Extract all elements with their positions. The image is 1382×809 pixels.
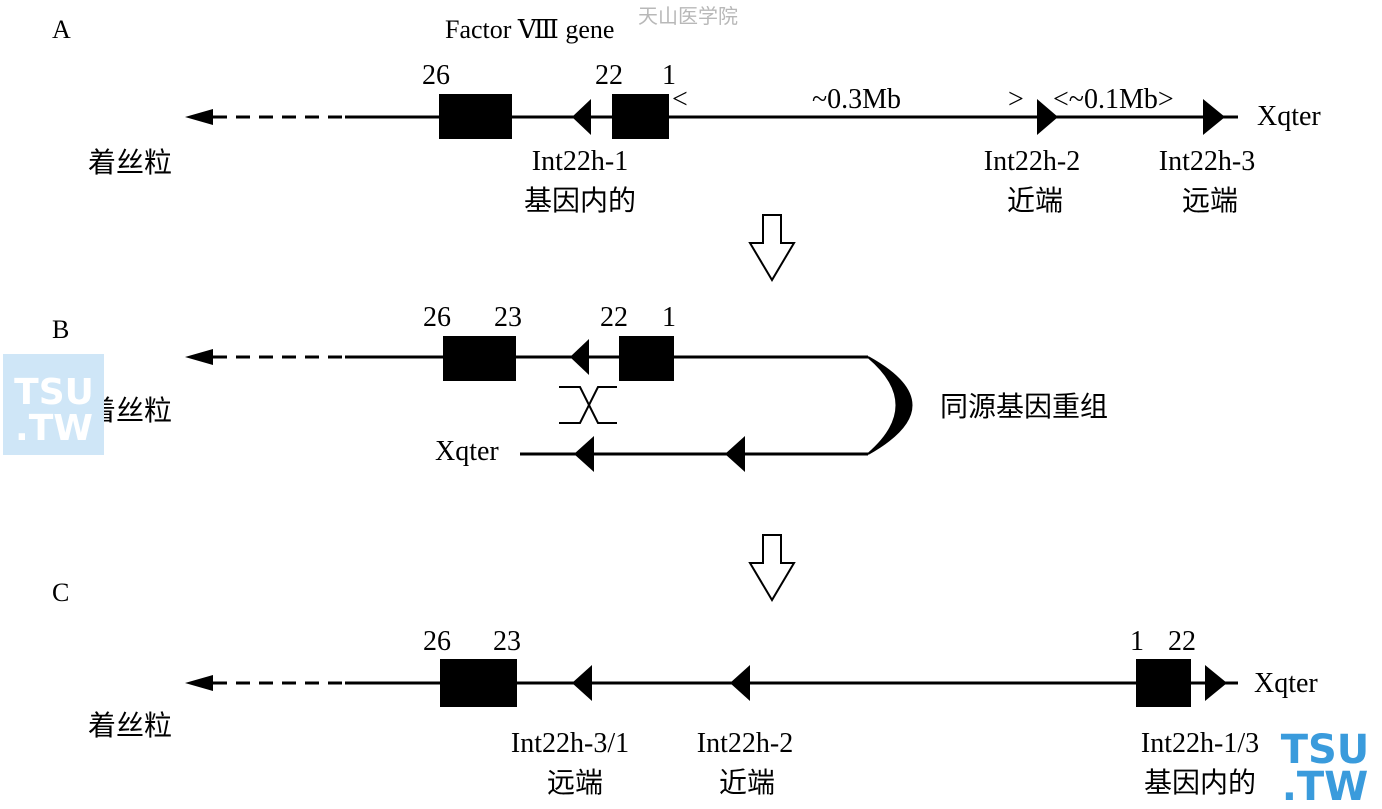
- recombination-label: 同源基因重组: [940, 390, 1108, 423]
- int22h-1-arrow-a: [572, 99, 591, 135]
- int22h-3-1-desc: 远端: [547, 766, 603, 799]
- crossover-line-2: [559, 386, 617, 424]
- logo-text-bottom: .TW: [15, 408, 93, 449]
- step-arrow-a-to-b-icon: [748, 214, 796, 282]
- int22h-2-desc-a: 近端: [1007, 184, 1063, 217]
- distance-label-0-3mb: ~0.3Mb: [812, 84, 901, 115]
- exon-block-26-23-b: [443, 336, 516, 381]
- exon-1-label-c: 1: [1130, 626, 1144, 657]
- exon-block-1-b: [619, 336, 674, 381]
- exon-block-26-23-c: [440, 659, 517, 707]
- distance-bracket-left: <: [672, 84, 688, 115]
- int22h-3-name-a: Int22h-3: [1159, 146, 1255, 177]
- chromosome-loop: [867, 356, 913, 455]
- exon-22-label-c: 22: [1168, 626, 1196, 657]
- int22h-1-3-arrow-c: [1205, 665, 1227, 701]
- panel-b: B 26 23 22 1 着丝粒 同源基因重组 Xqter: [52, 302, 1108, 472]
- gene-title: Factor Ⅷ gene: [445, 15, 614, 44]
- centromere-label-c: 着丝粒: [88, 709, 172, 742]
- telomere-label-b: Xqter: [435, 436, 499, 467]
- exon-1-label-a: 1: [662, 60, 676, 91]
- logo-text-top: TSU: [14, 372, 94, 413]
- logo-text-bottom-right: .TW: [1282, 764, 1369, 809]
- int22h-2-arrow-a: [1037, 99, 1058, 135]
- exon-1-label-b: 1: [662, 302, 676, 333]
- logo-background: [3, 354, 104, 455]
- step-arrow-b-to-c-icon: [748, 534, 796, 602]
- telomere-label-c: Xqter: [1254, 668, 1318, 699]
- panel-b-letter: B: [52, 315, 69, 344]
- int22h-2-desc-c: 近端: [719, 766, 775, 799]
- int22h-1-arrow-b: [570, 339, 589, 375]
- logo-text-top-right: TSU: [1281, 727, 1370, 773]
- centromere-arrowhead: [185, 109, 213, 125]
- exon-block-26-a: [439, 94, 512, 139]
- exon-block-1-22-c: [1136, 659, 1191, 707]
- exon-22-label-a: 22: [595, 60, 623, 91]
- watermark-logo-left: TSU .TW: [3, 354, 104, 455]
- int22h-3-desc-a: 远端: [1182, 184, 1238, 217]
- int22h-2-arrow-c: [730, 665, 750, 701]
- exon-26-label-b: 26: [423, 302, 451, 333]
- centromere-arrowhead-b: [185, 349, 213, 365]
- int22h-2-arrow-b: [725, 436, 745, 472]
- panel-c: C 着丝粒 26 23 1 22 Xqter Int22h-3/1 远端 Int…: [52, 578, 1318, 799]
- watermark-text: 天山医学院: [638, 4, 738, 28]
- distance-bracket-right: >: [1008, 84, 1024, 115]
- exon-26-label-a: 26: [422, 60, 450, 91]
- int22h-3-1-arrow-c: [572, 665, 592, 701]
- exon-22-label-b: 22: [600, 302, 628, 333]
- int22h-3-arrow-b: [574, 436, 594, 472]
- int22h-3-1-name: Int22h-3/1: [511, 728, 629, 759]
- distance-label-0-1mb: <~0.1Mb>: [1053, 84, 1174, 115]
- exon-23-label-b: 23: [494, 302, 522, 333]
- exon-26-label-c: 26: [423, 626, 451, 657]
- exon-23-label-c: 23: [493, 626, 521, 657]
- int22h-3-arrow-a: [1203, 99, 1225, 135]
- panel-a-letter: A: [52, 15, 71, 44]
- centromere-arrowhead-c: [185, 675, 213, 691]
- panel-a: A Factor Ⅷ gene 着丝粒 26 22 1 < ~0.3Mb > <…: [52, 15, 1321, 217]
- centromere-label-a: 着丝粒: [88, 146, 172, 179]
- int22h-1-3-desc: 基因内的: [1144, 766, 1256, 799]
- int22h-1-desc: 基因内的: [524, 184, 636, 217]
- int22h-1-3-name: Int22h-1/3: [1141, 728, 1259, 759]
- telomere-label-a: Xqter: [1257, 101, 1321, 132]
- int22h-1-name: Int22h-1: [532, 146, 628, 177]
- int22h-2-name-a: Int22h-2: [984, 146, 1080, 177]
- exon-block-1-a: [612, 94, 669, 139]
- watermark-logo-right: TSU .TW: [1281, 727, 1370, 809]
- panel-c-letter: C: [52, 578, 69, 607]
- int22h-2-name-c: Int22h-2: [697, 728, 793, 759]
